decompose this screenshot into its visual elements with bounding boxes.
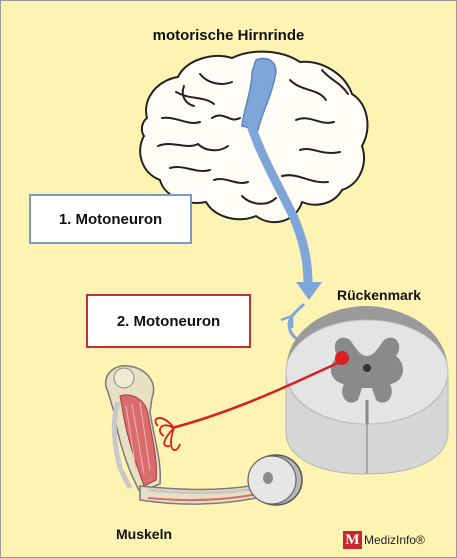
neuron1-arrowhead bbox=[296, 282, 322, 300]
logo-text: MedizInfo® bbox=[364, 533, 425, 547]
logo-mark: M bbox=[343, 531, 362, 549]
neuron1-label-box: 1. Motoneuron bbox=[29, 194, 192, 244]
nerve-endings bbox=[155, 418, 180, 450]
cortex-label: motorische Hirnrinde bbox=[0, 27, 457, 44]
weight-disc bbox=[248, 455, 302, 505]
neuron2-label: 2. Motoneuron bbox=[117, 313, 220, 330]
muscles-label: Muskeln bbox=[116, 526, 172, 542]
spinal-cord-label: Rückenmark bbox=[337, 287, 421, 303]
medizinfo-logo: M MedizInfo® bbox=[343, 531, 425, 549]
neuron2-label-box: 2. Motoneuron bbox=[86, 294, 251, 348]
neuron1-label: 1. Motoneuron bbox=[59, 211, 162, 228]
spinal-cord-drawing bbox=[286, 306, 448, 474]
